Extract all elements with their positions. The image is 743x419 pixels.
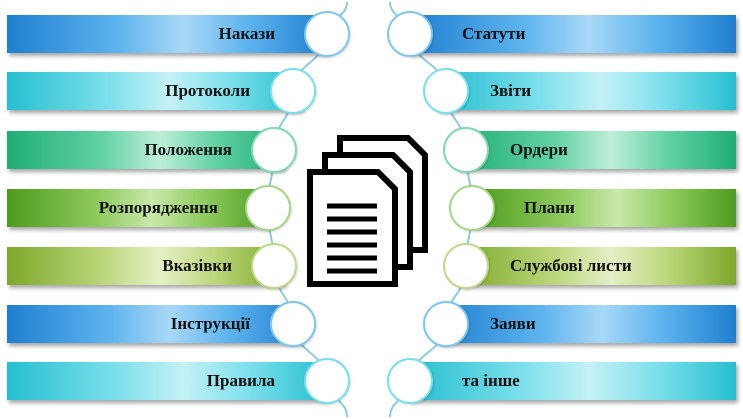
left-item-circle (304, 358, 350, 404)
right-item-label: Ордери (510, 140, 568, 159)
left-item-circle (251, 127, 297, 173)
left-item-circle (251, 243, 297, 289)
right-item-label: Статути (462, 24, 526, 43)
left-item-bar: Інструкції (7, 305, 302, 343)
left-item-label: Інструкції (170, 314, 250, 333)
right-item-label: Службові листи (510, 256, 632, 275)
right-item-bar: Службові листи (458, 247, 736, 285)
left-item-circle (270, 301, 316, 347)
left-item-label: Правила (206, 371, 275, 390)
left-item-label: Протоколи (165, 81, 250, 100)
left-item-bar: Розпорядження (7, 189, 270, 227)
left-item-bar: Протоколи (7, 72, 302, 110)
right-item-bar: та інше (410, 362, 736, 400)
right-item-bar: Звіти (438, 72, 736, 110)
right-item-bar: Плани (472, 189, 736, 227)
documents-icon (307, 135, 428, 287)
left-item-label: Положення (144, 140, 232, 159)
right-item-circle (423, 68, 469, 114)
right-item-circle (443, 243, 489, 289)
right-item-bar: Ордери (458, 131, 736, 169)
right-item-label: Заяви (490, 314, 536, 333)
right-item-circle (423, 301, 469, 347)
right-item-label: Звіти (490, 81, 532, 100)
left-item-circle (245, 185, 291, 231)
right-item-bar: Статути (410, 15, 736, 53)
right-item-circle (387, 358, 433, 404)
left-item-circle (304, 11, 350, 57)
left-item-circle (270, 68, 316, 114)
left-item-label: Розпорядження (98, 198, 218, 217)
left-item-label: Вказівки (162, 256, 232, 275)
right-item-label: та інше (462, 371, 520, 390)
right-item-circle (449, 185, 495, 231)
left-item-bar: Накази (7, 15, 327, 53)
right-item-circle (387, 11, 433, 57)
right-item-circle (443, 127, 489, 173)
left-item-bar: Правила (7, 362, 327, 400)
right-item-bar: Заяви (438, 305, 736, 343)
left-item-bar: Положення (7, 131, 284, 169)
left-item-label: Накази (218, 24, 275, 43)
right-item-label: Плани (524, 198, 575, 217)
left-item-bar: Вказівки (7, 247, 284, 285)
